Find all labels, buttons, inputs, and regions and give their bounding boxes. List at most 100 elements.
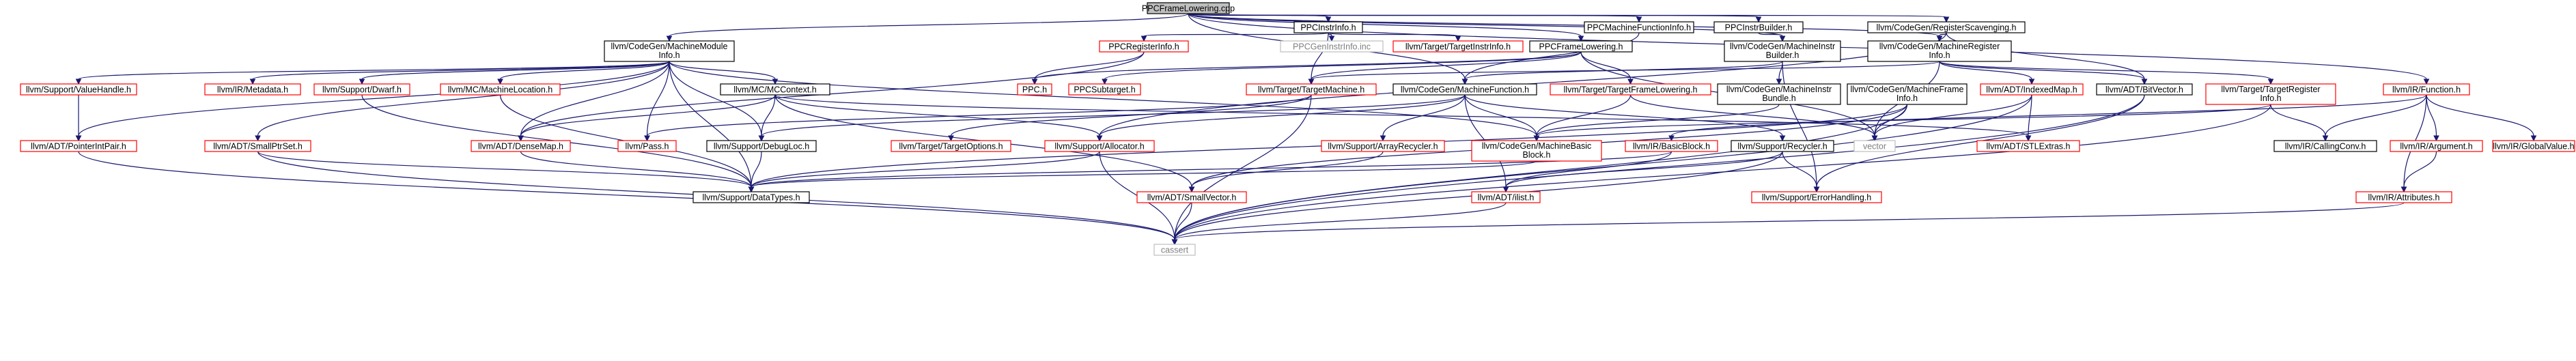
node-ppcinstrinfo[interactable]: PPCInstrInfo.h <box>1293 21 1363 33</box>
node-targetmachine[interactable]: llvm/Target/TargetMachine.h <box>1246 83 1377 96</box>
node-tfl[interactable]: llvm/Target/TargetFrameLowering.h <box>1550 83 1711 96</box>
edge-attributes-to-cassert <box>1171 202 2405 246</box>
node-label: Bundle.h <box>1762 93 1795 103</box>
edge-ppcinstrinfo-to-targetinstrinfo <box>1328 32 1461 42</box>
edge-ppcinstrinfo-to-ppcreginfo <box>1140 32 1329 42</box>
node-box <box>1017 83 1052 96</box>
node-densemap[interactable]: llvm/ADT/DenseMap.h <box>471 140 571 152</box>
node-globalvalue[interactable]: llvm/IR/GlobalValue.h <box>2492 140 2575 152</box>
node-box <box>1751 191 1882 203</box>
edge-mmi-to-debugloc <box>669 61 765 142</box>
node-ppcframelowering[interactable]: PPCFrameLowering.h <box>1529 40 1633 53</box>
node-pass[interactable]: llvm/Pass.h <box>617 140 677 152</box>
node-valuehandle[interactable]: llvm/Support/ValueHandle.h <box>20 83 137 96</box>
node-box <box>1471 191 1541 203</box>
node-bitvector[interactable]: llvm/ADT/BitVector.h <box>2096 83 2193 96</box>
edge-root-to-regscav <box>1188 13 1950 23</box>
edge-ppcframelowering-to-targetmachine <box>1308 51 1582 85</box>
edge-targetmachine-to-targetoptions <box>948 94 1312 142</box>
node-label: Builder.h <box>1766 50 1800 60</box>
node-smallvector[interactable]: llvm/ADT/SmallVector.h <box>1136 191 1247 203</box>
node-regscav[interactable]: llvm/CodeGen/RegisterScavenging.h <box>1867 21 2026 33</box>
node-box <box>720 83 830 96</box>
node-label: llvm/Support/ArrayRecycler.h <box>1328 142 1438 151</box>
node-label: llvm/CodeGen/MachineFrame <box>1850 85 1963 94</box>
node-ppcsubtarget[interactable]: PPCSubtarget.h <box>1068 83 1141 96</box>
node-box <box>20 140 137 152</box>
edge-mf-to-recycler <box>1464 94 1786 142</box>
edge-mmi-to-dwarf <box>359 61 670 85</box>
node-ppch[interactable]: PPC.h <box>1017 83 1052 96</box>
node-mfinfo[interactable]: PPCMachineFunctionInfo.h <box>1584 21 1694 33</box>
edge-tri-to-callingconv <box>2270 104 2329 142</box>
node-arrayrecycler[interactable]: llvm/Support/ArrayRecycler.h <box>1321 140 1445 152</box>
node-ppcreginfo[interactable]: PPCRegisterInfo.h <box>1099 40 1189 53</box>
edge-arrayrecycler-to-smallvector <box>1188 151 1384 193</box>
node-datatypes[interactable]: llvm/Support/DataTypes.h <box>692 191 810 203</box>
node-attributes[interactable]: llvm/IR/Attributes.h <box>2355 191 2452 203</box>
node-ilist[interactable]: llvm/ADT/ilist.h <box>1471 191 1541 203</box>
node-irfunction[interactable]: llvm/IR/Function.h <box>2383 83 2470 96</box>
edge-ppcreginfo-to-ppch <box>1031 51 1145 85</box>
node-label: llvm/IR/BasicBlock.h <box>1633 142 1710 151</box>
edge-mccontext-to-densemap <box>518 94 776 142</box>
node-label: llvm/IR/Function.h <box>2392 85 2461 95</box>
node-recycler[interactable]: llvm/Support/Recycler.h <box>1731 140 1834 152</box>
edge-tri-to-cassert <box>1171 104 2271 246</box>
node-ppcinstrbuilder[interactable]: PPCInstrBuilder.h <box>1713 21 1804 33</box>
edge-mbb-to-datatypes <box>748 160 1537 193</box>
node-debugloc[interactable]: llvm/Support/DebugLoc.h <box>706 140 817 152</box>
node-box <box>313 83 410 96</box>
node-irbasicblock[interactable]: llvm/IR/BasicBlock.h <box>1625 140 1718 152</box>
node-box <box>440 83 561 96</box>
node-mf[interactable]: llvm/CodeGen/MachineFunction.h <box>1392 83 1537 96</box>
node-label: llvm/CodeGen/MachineFunction.h <box>1401 85 1529 95</box>
edge-mri-to-targetmachine <box>1308 61 1940 85</box>
node-box <box>471 140 571 152</box>
node-box <box>2205 83 2336 105</box>
node-label: Info.h <box>658 50 680 60</box>
node-label: PPCFrameLowering.cpp <box>1142 4 1235 14</box>
node-callingconv[interactable]: llvm/IR/CallingConv.h <box>2273 140 2377 152</box>
edge-mri-to-indexedmap <box>1939 61 2035 85</box>
node-label: llvm/Target/TargetInstrInfo.h <box>1405 42 1511 52</box>
edge-irfunction-to-globalvalue <box>2426 94 2537 142</box>
edge-mmi-to-valuehandle <box>75 61 670 85</box>
node-box <box>1280 40 1384 53</box>
node-dwarf[interactable]: llvm/Support/Dwarf.h <box>313 83 410 96</box>
edge-mri-to-tri <box>1939 61 2274 85</box>
node-irmetadata[interactable]: llvm/IR/Metadata.h <box>204 83 301 96</box>
node-box <box>2390 140 2483 152</box>
node-smallptrset[interactable]: llvm/ADT/SmallPtrSet.h <box>204 140 311 152</box>
node-box <box>2492 140 2575 152</box>
node-label: llvm/Support/DebugLoc.h <box>714 142 809 151</box>
edge-mibundle-to-mbb <box>1533 104 1780 142</box>
node-pointerintpair[interactable]: llvm/ADT/PointerIntPair.h <box>20 140 137 152</box>
node-stlextras[interactable]: llvm/ADT/STLExtras.h <box>1976 140 2080 152</box>
node-targetoptions[interactable]: llvm/Target/TargetOptions.h <box>891 140 1011 152</box>
node-indexedmap[interactable]: llvm/ADT/IndexedMap.h <box>1980 83 2084 96</box>
node-root[interactable]: PPCFrameLowering.cpp <box>1142 2 1235 14</box>
node-label: llvm/Support/Dwarf.h <box>322 85 402 95</box>
node-box <box>1068 83 1141 96</box>
node-mccontext[interactable]: llvm/MC/MCContext.h <box>720 83 830 96</box>
node-argument[interactable]: llvm/IR/Argument.h <box>2390 140 2483 152</box>
node-allocator[interactable]: llvm/Support/Allocator.h <box>1044 140 1155 152</box>
node-box <box>1136 191 1247 203</box>
node-machinelocation[interactable]: llvm/MC/MachineLocation.h <box>440 83 561 96</box>
node-targetinstrinfo[interactable]: llvm/Target/TargetInstrInfo.h <box>1392 40 1524 53</box>
node-box <box>1717 83 1841 105</box>
node-errorhandling[interactable]: llvm/Support/ErrorHandling.h <box>1751 191 1882 203</box>
node-label: llvm/Support/Allocator.h <box>1054 142 1144 151</box>
node-label: PPCGenInstrInfo.inc <box>1293 42 1371 52</box>
node-ppcgeninstrinfo: PPCGenInstrInfo.inc <box>1280 40 1384 53</box>
edge-recycler-to-ilist <box>1502 151 1783 193</box>
edge-ppcframelowering-to-ppcsubtarget <box>1102 51 1582 85</box>
